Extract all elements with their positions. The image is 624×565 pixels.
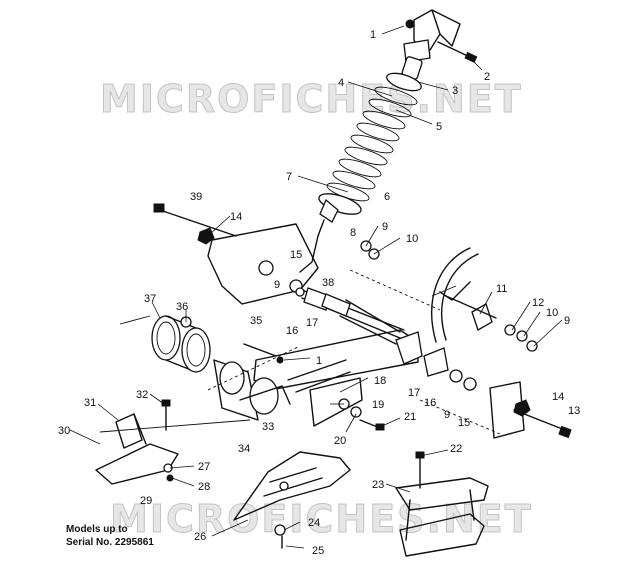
- callout-label: 34: [238, 443, 250, 455]
- callout-label: 35: [250, 315, 262, 327]
- slide-rail-block: [233, 451, 351, 549]
- callout-label: 31: [84, 397, 96, 409]
- callout-label: 14: [552, 391, 564, 403]
- callout-label: 15: [290, 249, 302, 261]
- callout-label: 8: [350, 227, 356, 239]
- callout-label: 36: [176, 301, 188, 313]
- left-spring-mount: [95, 399, 251, 485]
- callout-label: 13: [568, 405, 580, 417]
- callout-label: 9: [382, 221, 388, 233]
- callout-label: 10: [546, 307, 558, 319]
- callout-label: 22: [450, 443, 462, 455]
- star-washer-icon: [197, 227, 215, 245]
- torque-arm-tube: [151, 315, 351, 421]
- rear-idler-wheel: [431, 247, 479, 343]
- callout-label: 24: [308, 517, 320, 529]
- callout-label: 25: [312, 545, 324, 557]
- callout-label: 30: [58, 425, 70, 437]
- callout-label: 12: [532, 297, 544, 309]
- callout-label: 16: [286, 325, 298, 337]
- shock-absorber: [299, 56, 423, 273]
- callout-label: 16: [424, 397, 436, 409]
- rear-arm: [253, 299, 572, 439]
- shock-mount-plate: [153, 203, 319, 305]
- callout-label: 4: [338, 77, 344, 89]
- callout-label: 5: [436, 121, 442, 133]
- serial-note: Models up to Serial No. 2295861: [66, 524, 154, 548]
- serial-note-line-1: Models up to: [66, 524, 128, 535]
- serial-note-line-2: Serial No. 2295861: [66, 537, 154, 548]
- callout-label: 2: [484, 71, 490, 83]
- callout-label: 17: [408, 387, 420, 399]
- callout-label: 19: [372, 399, 384, 411]
- callout-label: 33: [262, 421, 274, 433]
- callout-label: 11: [496, 283, 507, 295]
- watermark-top: MICROFICHES.NET: [100, 77, 523, 121]
- assembly-guide-lines: [119, 269, 501, 435]
- callout-label: 26: [194, 531, 206, 543]
- callout-label: 20: [334, 435, 346, 447]
- callout-label: 10: [406, 233, 418, 245]
- callout-label: 23: [372, 479, 384, 491]
- callout-label: 7: [286, 171, 292, 183]
- watermark-bottom: MICROFICHES.NET: [110, 497, 533, 541]
- callout-label: 32: [136, 389, 148, 401]
- callout-numbers: 1 2 3 4 5 6 7 8 39 14 9 10 15 9 38 11 12…: [58, 29, 580, 557]
- callout-label: 27: [198, 461, 210, 473]
- callout-label: 15: [458, 417, 470, 429]
- callout-label: 28: [198, 481, 210, 493]
- callout-label: 6: [384, 191, 390, 203]
- callout-label: 9: [564, 315, 570, 327]
- callout-label: 29: [140, 495, 152, 507]
- upper-shock-bracket: [403, 9, 478, 63]
- callout-label: 38: [322, 277, 334, 289]
- callout-label: 37: [144, 293, 156, 305]
- nut-icon: [405, 19, 415, 29]
- callout-label: 17: [306, 317, 318, 329]
- callout-label: 9: [444, 409, 450, 421]
- callout-label: 21: [404, 411, 416, 423]
- callout-label: 39: [190, 191, 202, 203]
- callout-label: 1: [316, 355, 322, 367]
- callout-label: 9: [274, 279, 280, 291]
- callout-leaders: [69, 25, 563, 549]
- callout-label: 3: [452, 85, 458, 97]
- lower-rear-frame: [395, 451, 489, 557]
- callout-label: 1: [370, 29, 376, 41]
- callout-label: 14: [230, 211, 242, 223]
- callout-label: 18: [374, 375, 386, 387]
